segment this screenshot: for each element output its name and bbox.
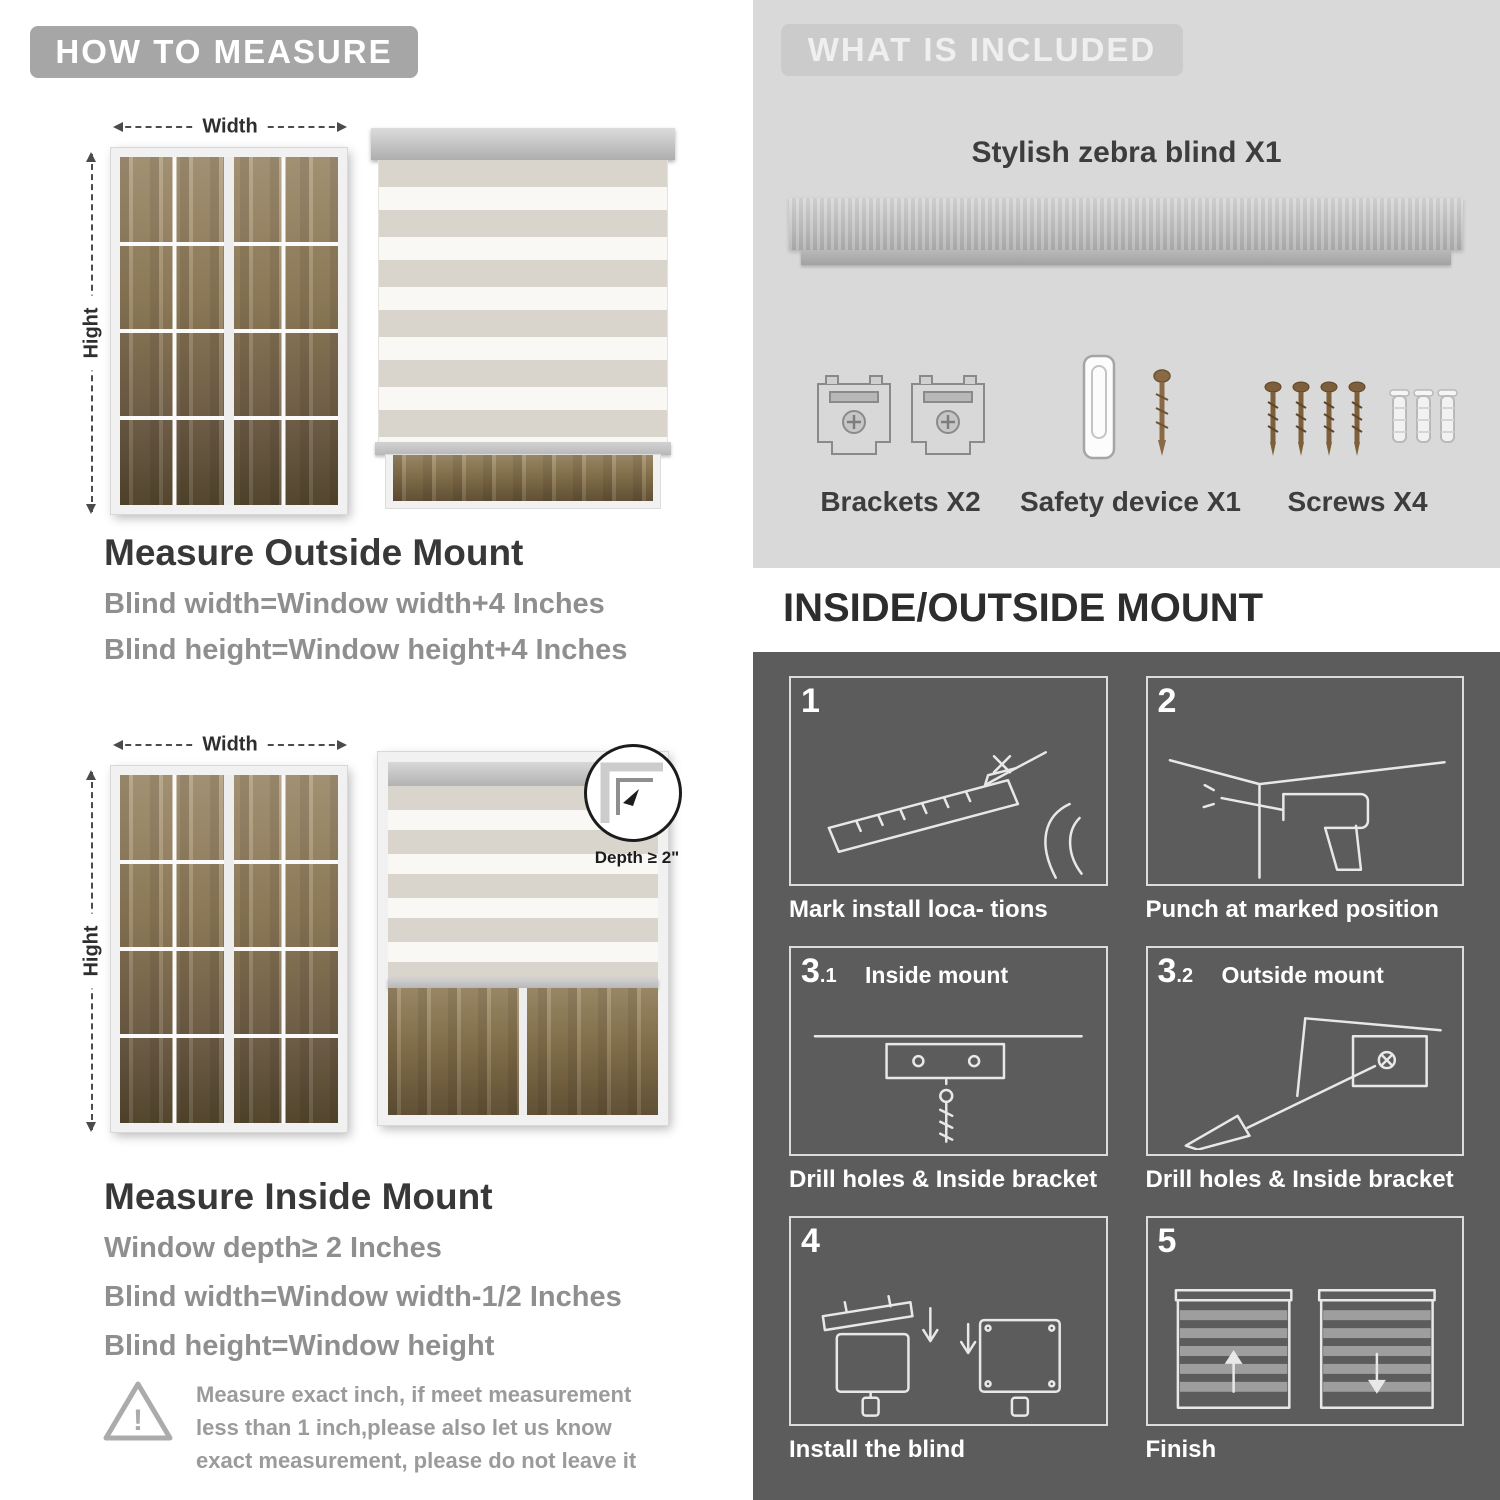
- zebra-blind-headrail-image: [789, 198, 1463, 265]
- step-3-1-caption: Drill holes & Inside bracket: [789, 1166, 1098, 1193]
- included-item-brackets: Brackets X2: [783, 330, 1018, 518]
- window-photo-below-blind: [388, 988, 658, 1115]
- step-2: 2 Punch at marked position: [1145, 676, 1464, 924]
- step-number: 1: [801, 682, 820, 720]
- step-4-illustration: 4: [789, 1216, 1108, 1426]
- product-label: Stylish zebra blind X1: [971, 136, 1282, 169]
- step-3-1-illustration: 3.1 Inside mount: [789, 946, 1108, 1156]
- outside-height-rule: Blind height=Window height+4 Inches: [104, 634, 628, 666]
- what-is-included-section: WHAT IS INCLUDED Stylish zebra blind X1: [753, 0, 1500, 568]
- measure-warning: ! Measure exact inch, if meet measuremen…: [102, 1378, 664, 1477]
- step-2-illustration: 2: [1145, 676, 1464, 886]
- step-3-2-illustration: 3.2 Outside mount: [1145, 946, 1464, 1156]
- step-number: 3.1: [801, 952, 837, 990]
- window-sill-photo: [386, 455, 660, 508]
- blind-bottom-rail: [375, 442, 671, 455]
- what-is-included-header: WHAT IS INCLUDED: [781, 24, 1183, 76]
- height-arrow: Hight: [80, 152, 104, 514]
- how-to-measure-title: HOW TO MEASURE: [55, 33, 393, 70]
- blind-top-rail: [371, 128, 675, 160]
- step-1: 1 Mark install loca- tions: [789, 676, 1108, 924]
- height-arrow: Hight: [80, 770, 104, 1132]
- step-2-caption: Punch at marked position: [1145, 896, 1439, 923]
- inside-mount-heading: Measure Inside Mount: [104, 1176, 493, 1217]
- width-label: Width: [192, 115, 268, 139]
- warning-text: Measure exact inch, if meet measurement …: [196, 1382, 637, 1473]
- step-4-caption: Install the blind: [789, 1436, 966, 1463]
- drill-icon: [1168, 759, 1446, 879]
- step-4: 4 Install the blind: [789, 1216, 1108, 1464]
- inside-height-rule: Blind height=Window height: [104, 1330, 495, 1362]
- step-1-illustration: 1: [789, 676, 1108, 886]
- outside-bracket-icon: [1184, 1017, 1442, 1150]
- step-number: 2: [1157, 682, 1177, 720]
- step-5-caption: Finish: [1145, 1436, 1217, 1463]
- depth-label: Depth ≥ 2": [594, 848, 680, 867]
- blind-bottom-rail: [388, 978, 658, 988]
- step-title: Inside mount: [865, 962, 1009, 988]
- mount-section-heading: INSIDE/OUTSIDE MOUNT: [783, 586, 1264, 630]
- safety-device-label: Safety device X1: [1019, 486, 1242, 517]
- window-corner-zoom-icon: [600, 762, 663, 823]
- how-to-measure-panel: HOW TO MEASURE Width Hight Measure Outsi…: [30, 26, 682, 1477]
- warning-triangle-icon: !: [103, 1381, 173, 1441]
- outside-window-figure: Width Hight: [75, 112, 347, 514]
- included-item-screws: Screws X4: [1245, 330, 1470, 518]
- included-item-safety-device: Safety device X1: [1018, 330, 1243, 518]
- how-to-measure-header: HOW TO MEASURE: [30, 26, 418, 78]
- brackets-icon: [816, 375, 985, 455]
- step-5-illustration: 5: [1145, 1216, 1464, 1426]
- height-label: Hight: [80, 913, 104, 989]
- step-number: 4: [801, 1222, 820, 1260]
- step-number: 5: [1157, 1222, 1177, 1260]
- width-arrow: Width: [113, 733, 347, 757]
- step-3-1: 3.1 Inside mount Drill holes & Inside br…: [789, 946, 1108, 1194]
- step-5: 5: [1145, 1216, 1464, 1464]
- screws-icon: [1264, 381, 1458, 456]
- step-3-2: 3.2 Outside mount Drill holes & Inside b…: [1145, 946, 1464, 1194]
- install-blind-icon: [821, 1295, 1061, 1417]
- width-arrow: Width: [113, 115, 347, 139]
- inside-bracket-icon: [813, 1034, 1083, 1143]
- safety-device-icon: [1082, 354, 1171, 460]
- what-is-included-title: WHAT IS INCLUDED: [807, 31, 1157, 68]
- depth-callout-circle: [584, 744, 682, 842]
- step-1-caption: Mark install loca- tions: [789, 896, 1048, 923]
- zebra-stripes: [378, 160, 668, 442]
- inside-depth-rule: Window depth≥ 2 Inches: [104, 1232, 442, 1264]
- inside-window-figure: Width Hight: [75, 730, 347, 1132]
- mark-location-icon: [827, 751, 1083, 879]
- warning-exclamation: !: [133, 1404, 143, 1437]
- window-photo: [111, 766, 347, 1132]
- width-label: Width: [192, 733, 268, 757]
- outside-mount-heading: Measure Outside Mount: [104, 532, 524, 573]
- inside-width-rule: Blind width=Window width-1/2 Inches: [104, 1281, 622, 1313]
- brackets-label: Brackets X2: [820, 486, 981, 517]
- mount-steps-panel: 1 Mark install loca- tions 2: [753, 652, 1500, 1500]
- screws-label: Screws X4: [1287, 486, 1428, 517]
- window-photo: [111, 148, 347, 514]
- outside-zebra-blind-figure: [371, 128, 675, 508]
- included-and-mount-panel: WHAT IS INCLUDED Stylish zebra blind X1: [753, 0, 1500, 1500]
- step-3-2-caption: Drill holes & Inside bracket: [1145, 1166, 1454, 1193]
- finish-blinds-icon: [1174, 1289, 1436, 1409]
- step-title: Outside mount: [1221, 962, 1384, 988]
- height-label: Hight: [80, 295, 104, 371]
- outside-width-rule: Blind width=Window width+4 Inches: [104, 588, 605, 620]
- step-number: 3.2: [1157, 952, 1194, 990]
